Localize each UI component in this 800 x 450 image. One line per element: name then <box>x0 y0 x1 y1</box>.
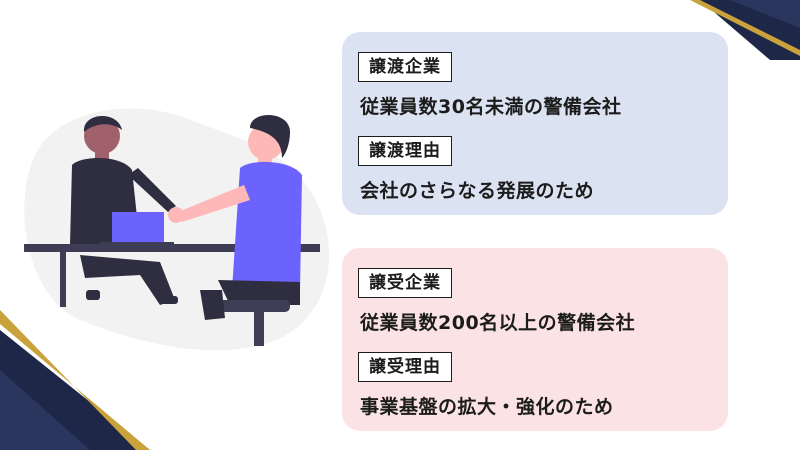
transfer-reason-label: 譲渡理由 <box>358 136 452 166</box>
top-right-corner-decoration <box>690 0 800 60</box>
acquirer-reason-value: 事業基盤の拡大・強化のため <box>360 396 614 418</box>
acquirer-reason-label: 譲受理由 <box>358 352 452 382</box>
person-right-figure <box>168 114 302 346</box>
transfer-reason-value: 会社のさらなる発展のため <box>360 180 595 202</box>
transfer-company-label: 譲渡企業 <box>358 52 452 82</box>
table-top <box>24 244 320 252</box>
acquirer-company-value: 従業員数200名以上の警備会社 <box>360 312 636 334</box>
bottom-left-corner-decoration <box>0 310 150 450</box>
handshake-illustration <box>24 108 330 351</box>
transfer-company-value: 従業員数30名未満の警備会社 <box>360 96 622 118</box>
laptop <box>112 212 164 244</box>
acquirer-company-card: 譲受企業 従業員数200名以上の警備会社 譲受理由 事業基盤の拡大・強化のため <box>342 248 728 431</box>
acquirer-company-label: 譲受企業 <box>358 268 452 298</box>
transfer-company-card: 譲渡企業 従業員数30名未満の警備会社 譲渡理由 会社のさらなる発展のため <box>342 32 728 215</box>
